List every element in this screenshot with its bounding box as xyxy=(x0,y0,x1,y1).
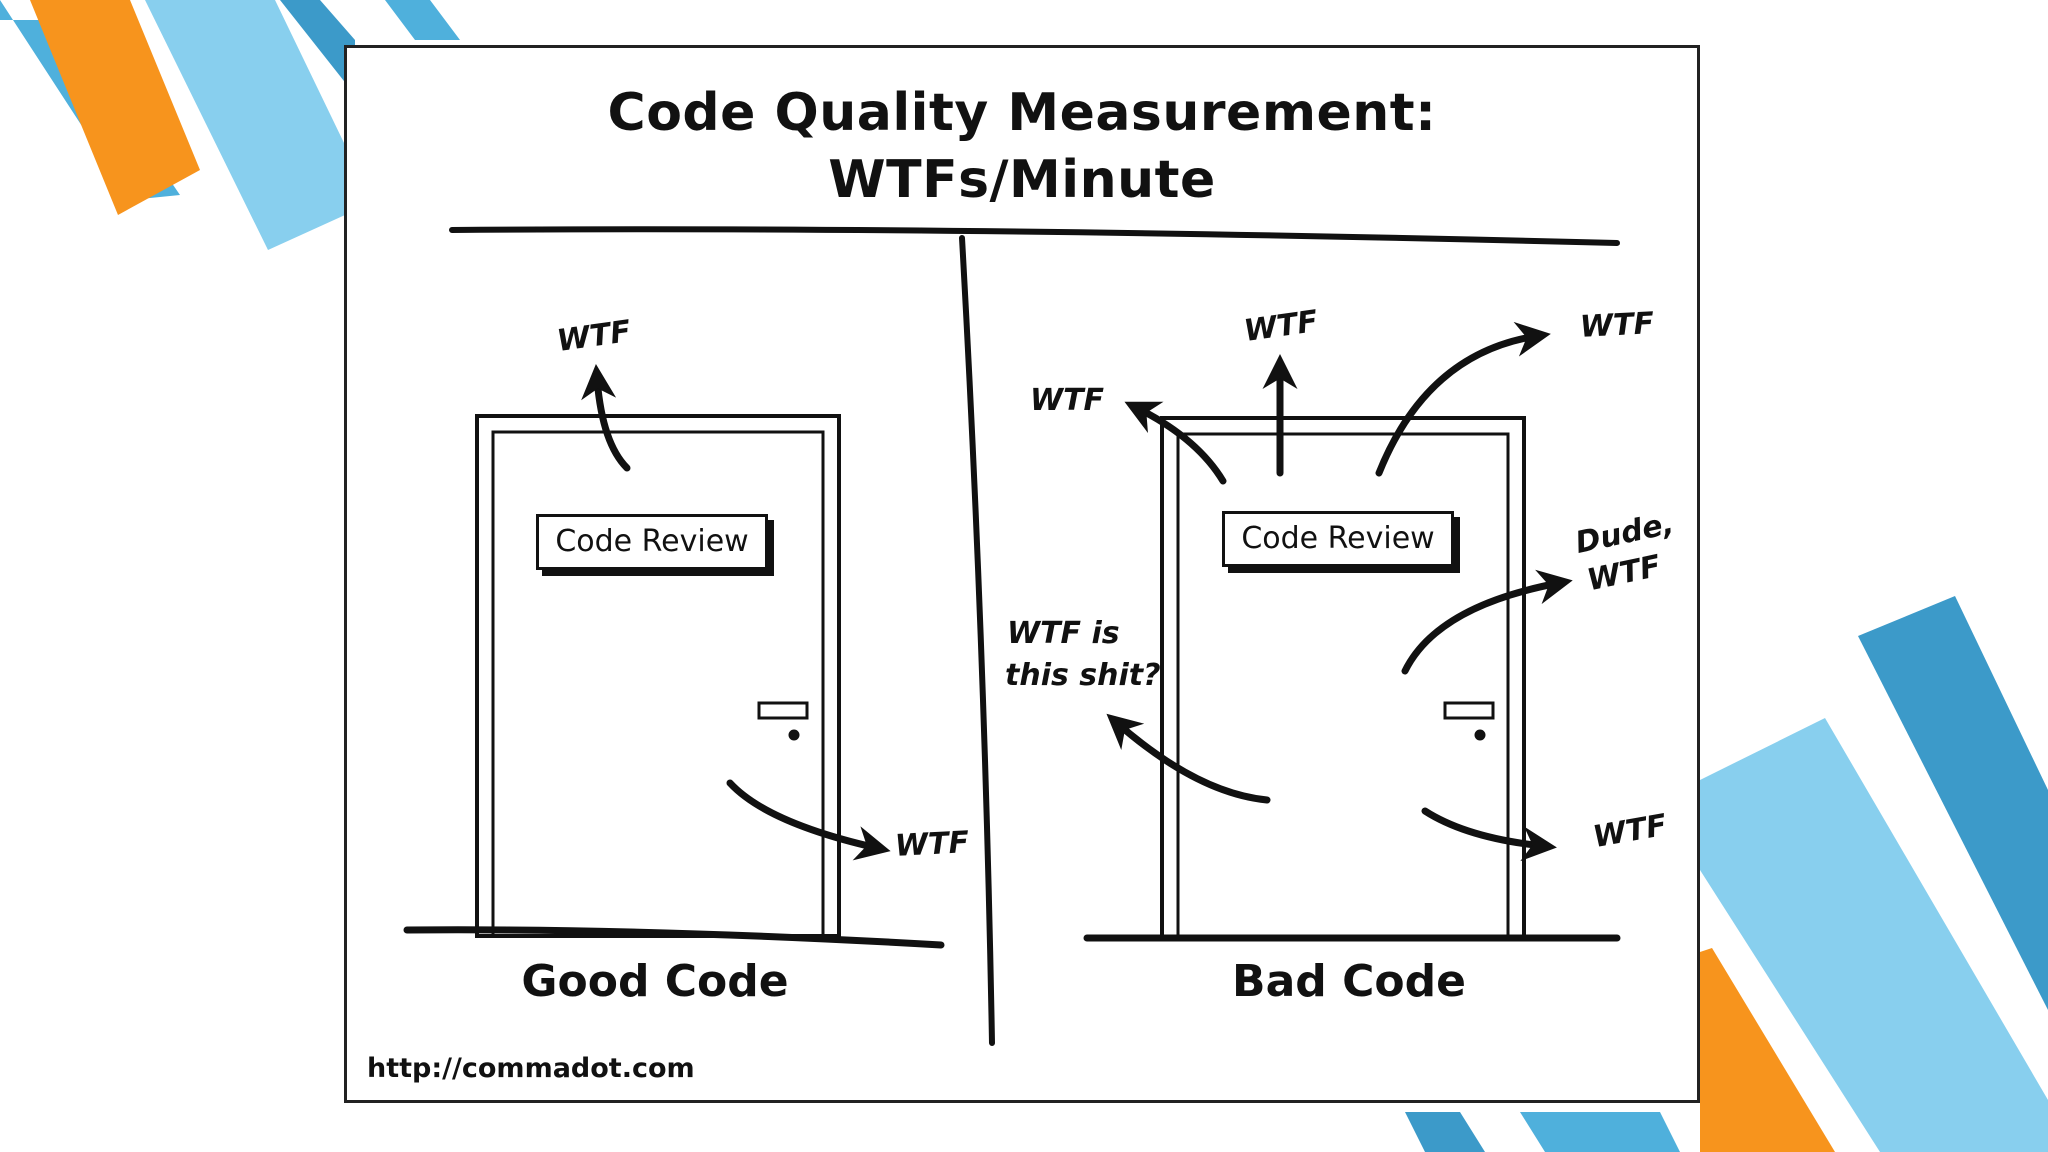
comic-subtitle: WTFs/Minute xyxy=(828,150,1216,210)
stripe-blue-top xyxy=(280,0,355,95)
comic-panel: Code Quality Measurement: WTFs/Minute xyxy=(344,45,1700,1103)
stripe-teal-top2 xyxy=(385,0,460,40)
door-icon xyxy=(1160,416,1526,940)
code-review-sign: Code Review xyxy=(536,514,768,570)
arrow-icon xyxy=(1421,807,1557,862)
floor-line xyxy=(403,926,945,949)
wtf-label: WTF is xyxy=(1007,616,1120,651)
stripe-blue-bottom2 xyxy=(1405,1112,1485,1152)
stripe-teal-bottom2 xyxy=(1520,1112,1680,1152)
wtf-label: WTF xyxy=(1030,383,1105,418)
comic-title: Code Quality Measurement: xyxy=(607,83,1437,143)
wtf-label: this shit? xyxy=(1005,658,1161,693)
door-handle-icon xyxy=(1443,701,1495,741)
wtf-label: WTF xyxy=(894,825,970,864)
panel-divider xyxy=(959,235,995,1046)
code-review-sign: Code Review xyxy=(1222,511,1454,567)
arrow-icon xyxy=(726,779,891,861)
title-rule xyxy=(449,226,1620,246)
stripe-blue-bottom xyxy=(1858,596,2048,1010)
source-url: http://commadot.com xyxy=(367,1053,695,1084)
arrow-icon xyxy=(581,364,631,472)
stripe-lightblue-top xyxy=(145,0,345,250)
arrow-icon xyxy=(1124,401,1227,485)
door-icon xyxy=(475,414,841,938)
arrow-icon xyxy=(1401,569,1573,675)
comic-drawing xyxy=(403,226,1621,1046)
stripe-orange-bottom xyxy=(1700,948,1835,1152)
stripe-lightblue-bottom xyxy=(1700,718,2048,1152)
wtf-label: WTF xyxy=(1579,306,1655,345)
arrow-icon xyxy=(1375,321,1551,477)
bad-code-caption: Bad Code xyxy=(1232,956,1466,1007)
stripe-orange-top xyxy=(30,0,200,215)
door-handle-icon xyxy=(757,701,809,741)
good-code-caption: Good Code xyxy=(521,956,789,1007)
arrow-icon xyxy=(1106,713,1271,804)
